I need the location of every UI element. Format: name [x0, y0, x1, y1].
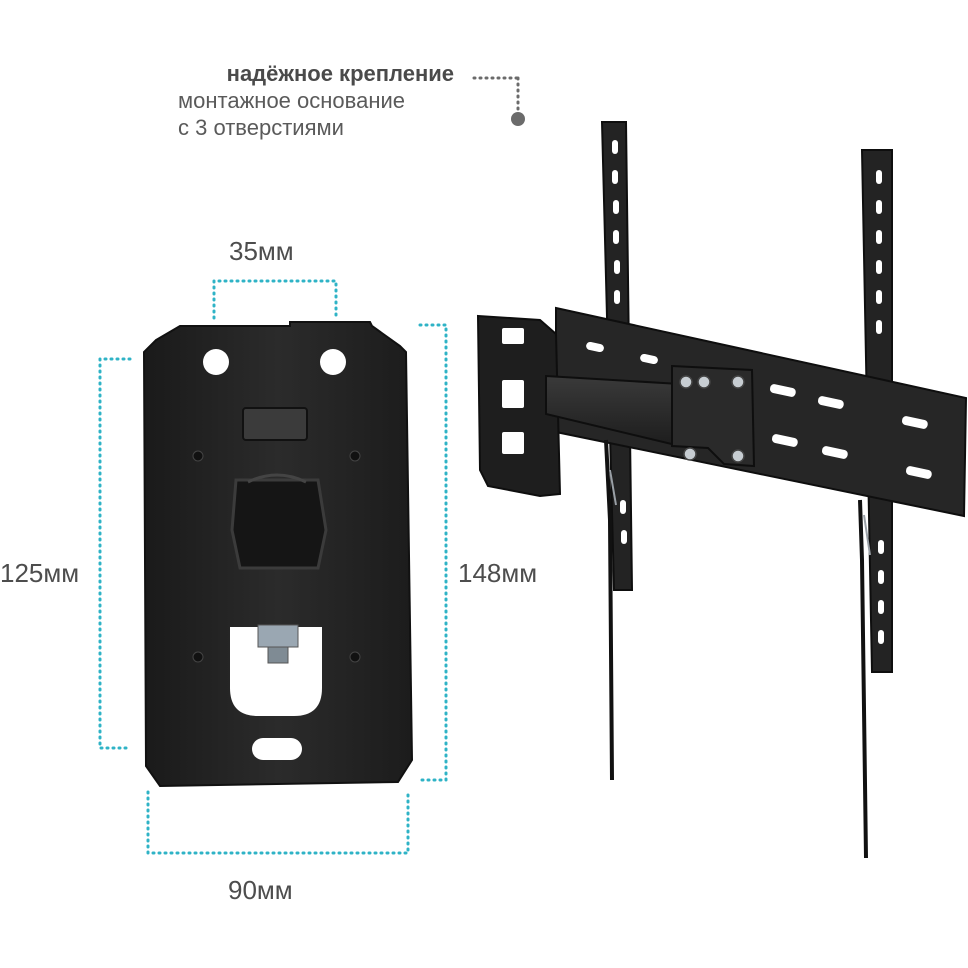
callout-line-3: с 3 отверстиями	[178, 115, 344, 140]
dimension-left-label: 125мм	[0, 558, 80, 588]
plate-hole-left	[203, 349, 229, 375]
dimension-top-label: 35мм	[229, 236, 294, 266]
tv-bracket	[476, 121, 968, 859]
callout-line-2: монтажное основание	[178, 88, 405, 113]
dimension-lines	[98, 279, 448, 855]
wall-plate	[142, 321, 414, 788]
plate-slot	[252, 738, 302, 760]
callout-title: надёжное крепление	[226, 61, 454, 86]
callout-leader	[472, 76, 520, 114]
plate-hole-right	[320, 349, 346, 375]
plate-tab	[242, 407, 308, 441]
dimension-right-label: 148мм	[458, 558, 538, 588]
plate-cutout	[230, 627, 322, 716]
callout-dot	[511, 112, 525, 126]
feature-callout: надёжное крепление монтажное основание с…	[178, 60, 454, 141]
plate-hinge	[230, 478, 328, 570]
plate-bolt	[257, 624, 299, 648]
dimension-bottom-label: 90мм	[228, 875, 293, 905]
